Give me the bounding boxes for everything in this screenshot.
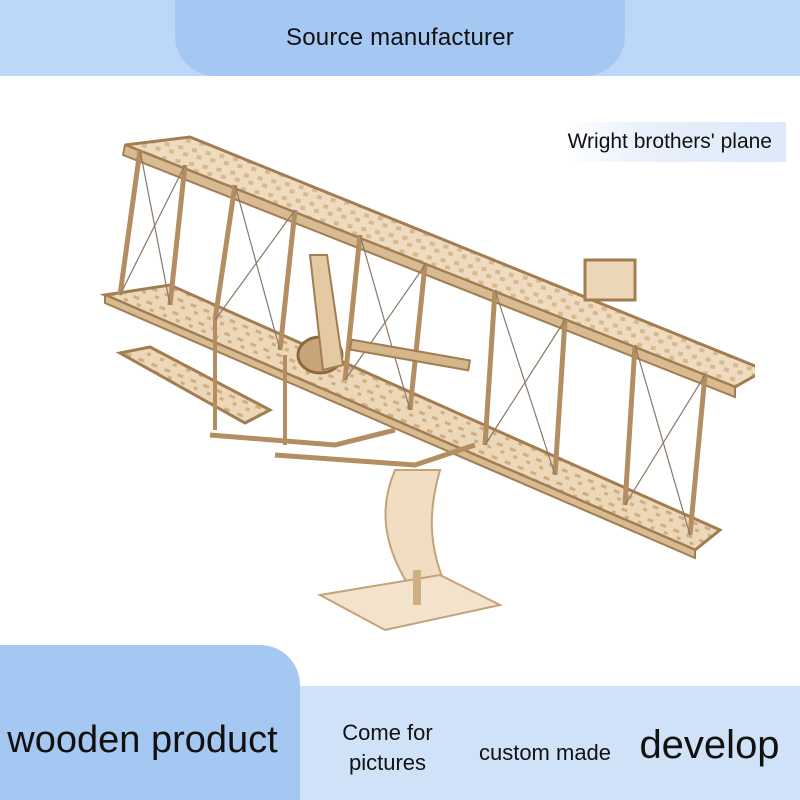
- top-title-tab: [175, 0, 625, 76]
- footer-come-for-pictures: Come for pictures: [342, 719, 433, 775]
- footer-wooden-product: wooden product: [7, 718, 278, 761]
- bottom-left-tab: [0, 645, 300, 800]
- footer-custom-made: custom made: [478, 739, 612, 765]
- footer-develop: develop: [639, 722, 780, 767]
- wooden-biplane-model-icon: [99, 135, 755, 632]
- product-tag-label: Wright brothers' plane: [566, 122, 786, 162]
- header-title: Source manufacturer: [286, 24, 514, 51]
